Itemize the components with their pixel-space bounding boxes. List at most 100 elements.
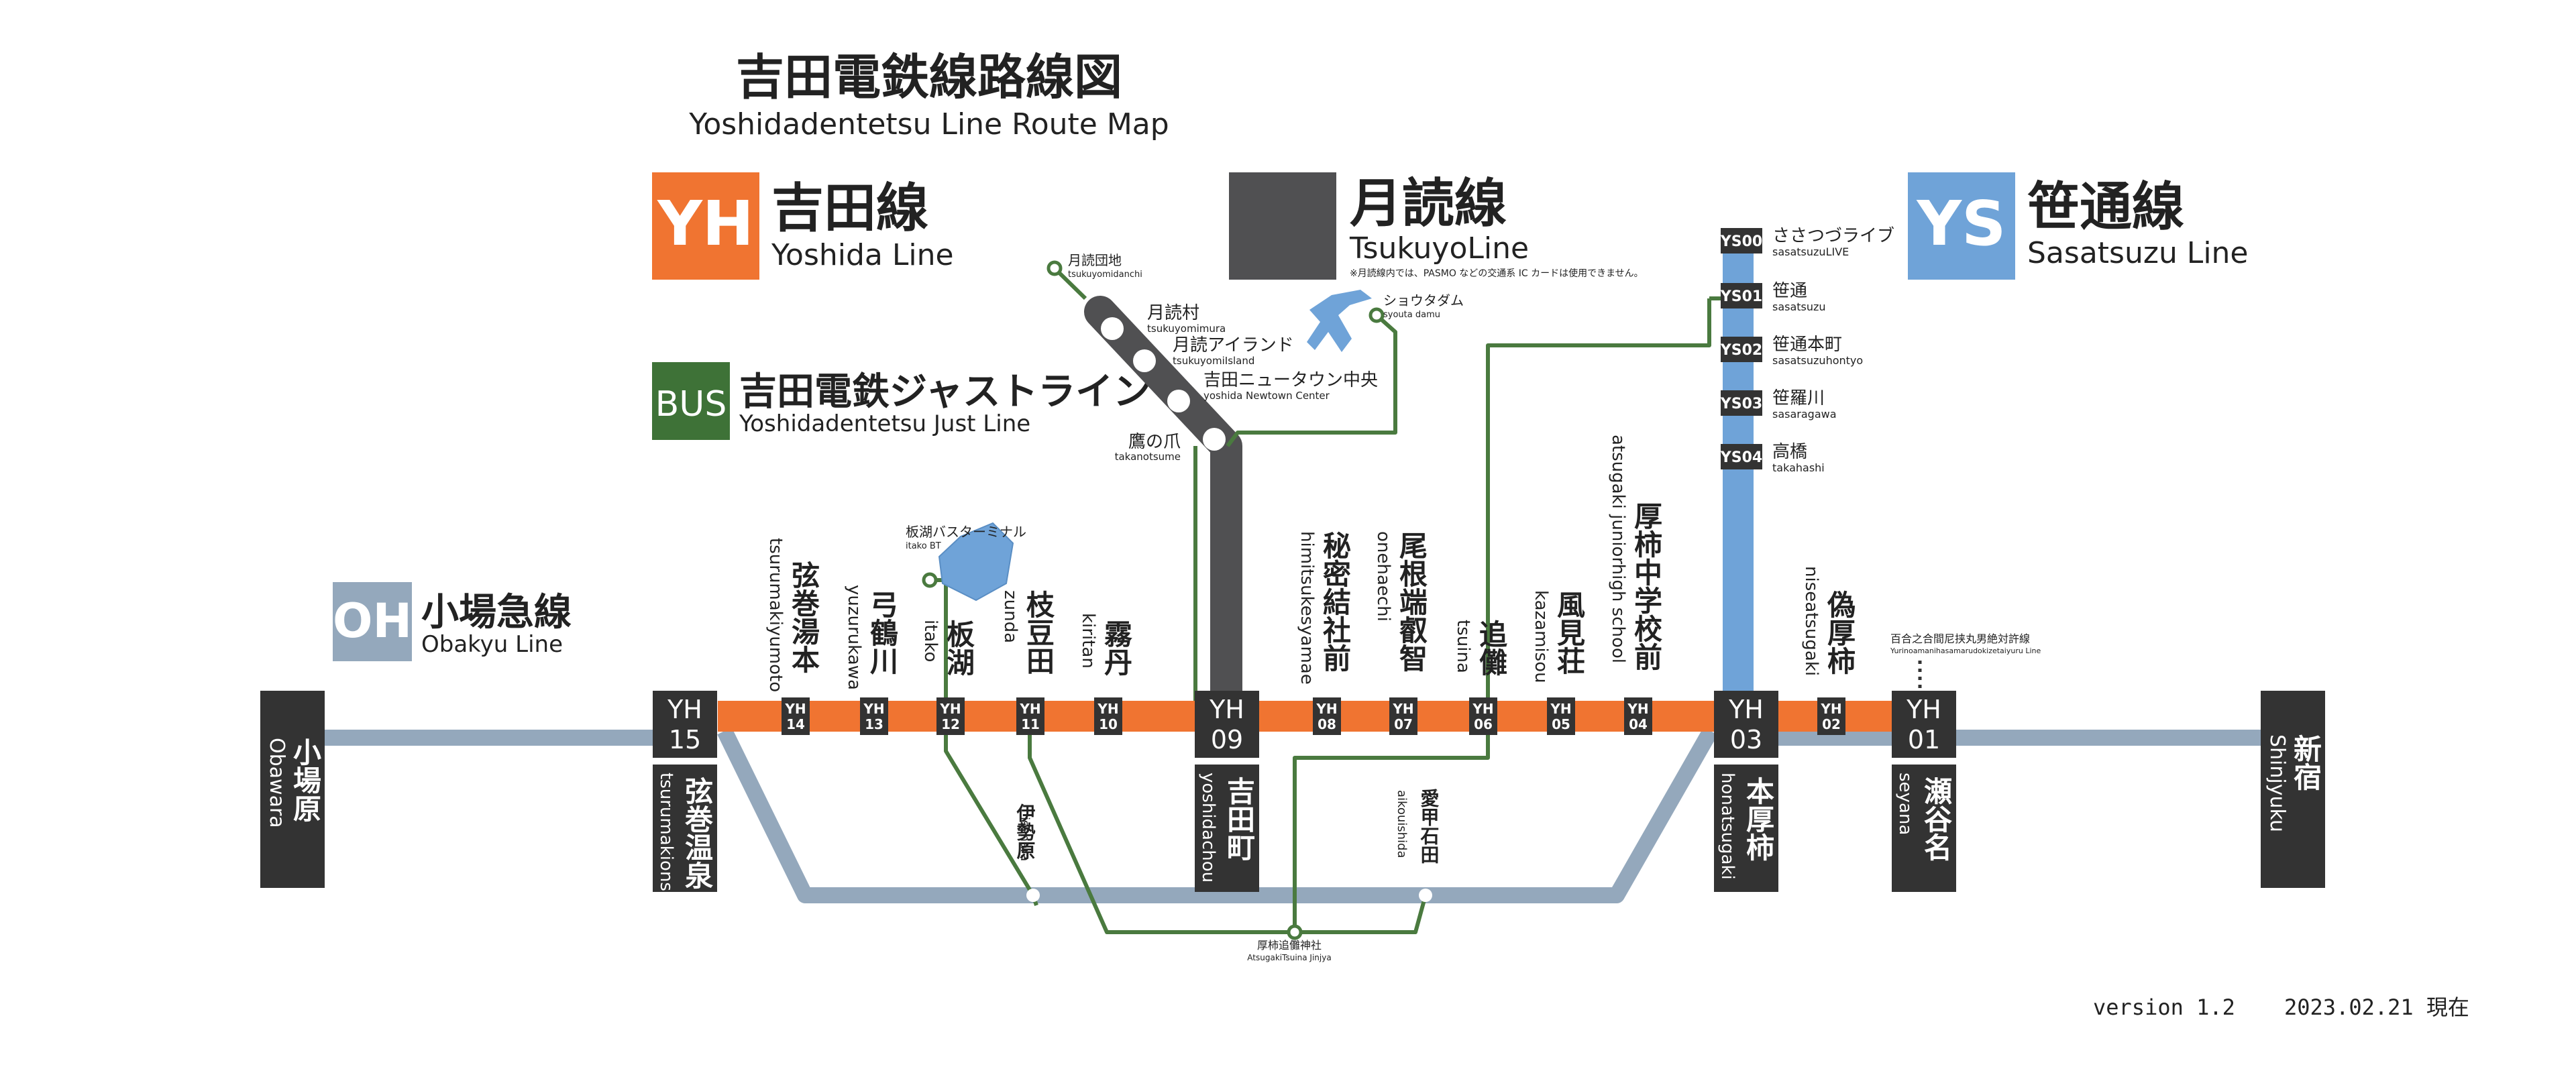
station-code-line: YH [1550, 701, 1571, 717]
svg-text:sasatsuzuhontyo: sasatsuzuhontyo [1772, 354, 1863, 367]
station-name-jp: 秘密結社前 [1319, 531, 1352, 672]
sasatsuzu-line [1723, 231, 1754, 714]
station-code-line: YH [1906, 695, 1941, 724]
sasatsuzu-badge [1908, 172, 2015, 280]
svg-text:笹通: 笹通 [1772, 281, 1807, 301]
station-name-en: honatsugaki [1717, 773, 1737, 880]
station-code-number: 06 [1474, 716, 1493, 732]
station-code-line: YH [1097, 701, 1118, 717]
station-name-jp: 枝豆田 [1022, 590, 1055, 675]
station-code-line: YH [667, 695, 702, 724]
svg-text:YS02: YS02 [1720, 342, 1762, 359]
station-code-line: YH [1392, 701, 1413, 717]
obakyu-legend-jp: 小場急線 [421, 591, 572, 634]
bus-badge-label: BUS [655, 384, 727, 425]
station-name-en: itako [920, 620, 941, 662]
svg-text:aikouishida: aikouishida [1395, 790, 1409, 858]
svg-text:YS03: YS03 [1720, 396, 1762, 412]
tsukuyo-station-labels: 月読団地 tsukuyomidanchi 月読村 tsukuyomimura 月… [1068, 252, 1378, 463]
svg-text:yoshida Newtown Center: yoshida Newtown Center [1203, 390, 1330, 402]
svg-text:tsukuyomiIsland: tsukuyomiIsland [1173, 355, 1254, 367]
planned-line-en: Yurinoamanihasamarudokizetaiyuru Line [1890, 646, 2041, 655]
svg-text:厚柿追儺神社: 厚柿追儺神社 [1257, 939, 1322, 952]
svg-text:月読団地: 月読団地 [1068, 252, 1122, 268]
station-code-number: 07 [1394, 716, 1413, 732]
station-code-number: 11 [1021, 716, 1040, 732]
station-name-jp: 本厚柿 [1742, 777, 1775, 861]
station-code-number: 05 [1552, 716, 1570, 732]
svg-text:isehara: isehara [1018, 817, 1032, 861]
station-name-en: seyana [1895, 773, 1915, 835]
obakyu-badge [333, 582, 412, 661]
svg-text:ショウタダム: ショウタダム [1383, 292, 1464, 308]
terminal-obawara: 小場原 Obawara [260, 691, 325, 888]
svg-text:sasatsuzu: sasatsuzu [1772, 300, 1826, 313]
planned-line-jp: 百合之合間尼挟丸男絶対許線 [1890, 632, 2030, 645]
station-name-en: himitsukesyamae [1297, 531, 1317, 685]
tsukuyo-legend-jp: 月読線 [1350, 174, 1507, 234]
terminal-obawara-en: Obawara [265, 738, 288, 828]
station-name-jp: 弦巻温泉 [681, 777, 714, 889]
obakyu-line [315, 727, 2267, 903]
bus-stop-dots [922, 260, 1385, 940]
tsukuyo-legend-en: TsukuyoLine [1349, 231, 1529, 266]
station-code-line: YH [1209, 695, 1244, 724]
shouta-dam [1307, 290, 1372, 352]
map-title-jp: 吉田電鉄線路線図 [736, 49, 1122, 105]
bus-legend-en: Yoshidadentetsu Just Line [739, 410, 1030, 437]
aikouishida-label: 愛甲石田 [1418, 789, 1440, 864]
station-code-line: YH [1472, 701, 1493, 717]
svg-text:板湖バスターミナル: 板湖バスターミナル [906, 524, 1026, 540]
station-code-number: 08 [1318, 716, 1336, 732]
station-name-jp: 吉田町 [1223, 777, 1256, 861]
itako-lake [938, 522, 1014, 602]
station-name-en: zunda [1000, 590, 1020, 643]
svg-text:tsukuyomidanchi: tsukuyomidanchi [1068, 270, 1142, 280]
svg-text:takanotsume: takanotsume [1115, 451, 1181, 463]
svg-text:YS01: YS01 [1720, 288, 1762, 305]
station-code-line: YH [863, 701, 884, 717]
svg-text:YS00: YS00 [1720, 233, 1762, 250]
station-name-en: yoshidachou [1198, 773, 1218, 883]
station-code-line: YH [1627, 701, 1648, 717]
station-name-jp: 板湖 [943, 620, 975, 676]
station-code-number: 15 [669, 725, 701, 754]
svg-text:ささつづライブ: ささつづライブ [1772, 226, 1894, 246]
station-name-jp: 追儺 [1475, 620, 1508, 676]
tsukuyo-ic-note: ※月読線内では、PASMO などの交通系 IC カードは使用できません。 [1350, 268, 1644, 279]
station-name-en: onehaechi [1373, 531, 1393, 622]
yoshida-badge-label: YH [657, 188, 754, 260]
station-name-en: niseatsugaki [1801, 566, 1821, 676]
tsukuyo-badge [1229, 172, 1336, 280]
svg-text:吉田ニュータウン中央: 吉田ニュータウン中央 [1203, 370, 1378, 390]
svg-text:月読アイランド: 月読アイランド [1173, 335, 1294, 355]
svg-text:syouta damu: syouta damu [1383, 310, 1440, 320]
station-code-number: 09 [1211, 725, 1243, 754]
yoshida-badge [652, 172, 759, 280]
footer-date: 2023.02.21 現在 [2284, 995, 2469, 1020]
station-name-en: atsugaki juniorhigh school [1608, 435, 1628, 663]
bus-legend-jp: 吉田電鉄ジャストライン [739, 370, 1150, 414]
bus-stop-labels: ショウタダム syouta damu 板湖バスターミナル itako BT 厚柿… [906, 292, 1464, 962]
svg-text:sasaragawa: sasaragawa [1772, 408, 1837, 420]
station-code-line: YH [1316, 701, 1337, 717]
svg-text:sasatsuzuLIVE: sasatsuzuLIVE [1772, 245, 1849, 258]
station-name-jp: 弦巻湯本 [788, 561, 820, 673]
station-name-jp: 弓鶴川 [866, 590, 899, 675]
svg-text:tsukuyomimura: tsukuyomimura [1147, 323, 1226, 335]
sasatsuzu-legend-en: Sasatsuzu Line [2027, 236, 2249, 270]
svg-text:takahashi: takahashi [1772, 461, 1825, 474]
station-name-jp: 瀬谷名 [1920, 777, 1953, 861]
map-title-en: Yoshidadentetsu Line Route Map [688, 107, 1169, 142]
station-name-en: yuzurukawa [844, 585, 864, 690]
